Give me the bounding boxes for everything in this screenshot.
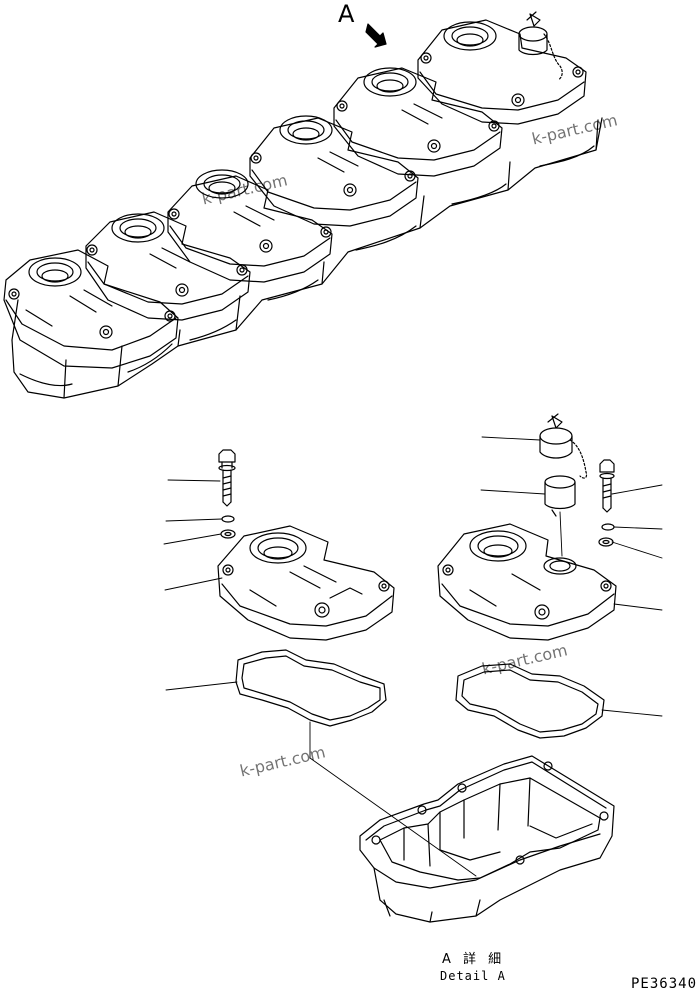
rocker-cover-right	[438, 524, 616, 640]
bolt-left	[219, 450, 235, 506]
gasket-left	[236, 650, 386, 726]
filler-neck	[545, 476, 575, 516]
cover-section-5	[334, 68, 502, 176]
lower-housing	[360, 756, 614, 922]
exploded-cover-left	[218, 450, 394, 726]
rocker-cover-left	[218, 526, 394, 640]
leader-lines	[164, 437, 662, 876]
washer-seal-left	[221, 530, 235, 538]
cover-section-1	[4, 250, 178, 368]
washer-small-left	[222, 516, 234, 522]
bolt-right	[600, 460, 614, 512]
cover-section-3	[168, 170, 332, 282]
view-arrow-icon	[366, 24, 386, 47]
view-marker-label: A	[338, 0, 355, 28]
washer-small-right	[602, 524, 614, 530]
oil-filler-cap	[540, 414, 587, 478]
cover-section-2	[86, 212, 250, 320]
detail-caption-japanese: A 詳 細	[442, 952, 506, 967]
washer-seal-right	[599, 538, 613, 546]
exploded-cover-right	[438, 414, 616, 738]
gasket-right	[456, 664, 604, 738]
assembled-rocker-cover-row	[4, 12, 602, 398]
cover-section-4	[250, 116, 418, 226]
drawing-number: PE36340	[631, 976, 698, 992]
cover-section-6	[418, 12, 586, 124]
detail-caption-english: Detail A	[440, 969, 506, 983]
